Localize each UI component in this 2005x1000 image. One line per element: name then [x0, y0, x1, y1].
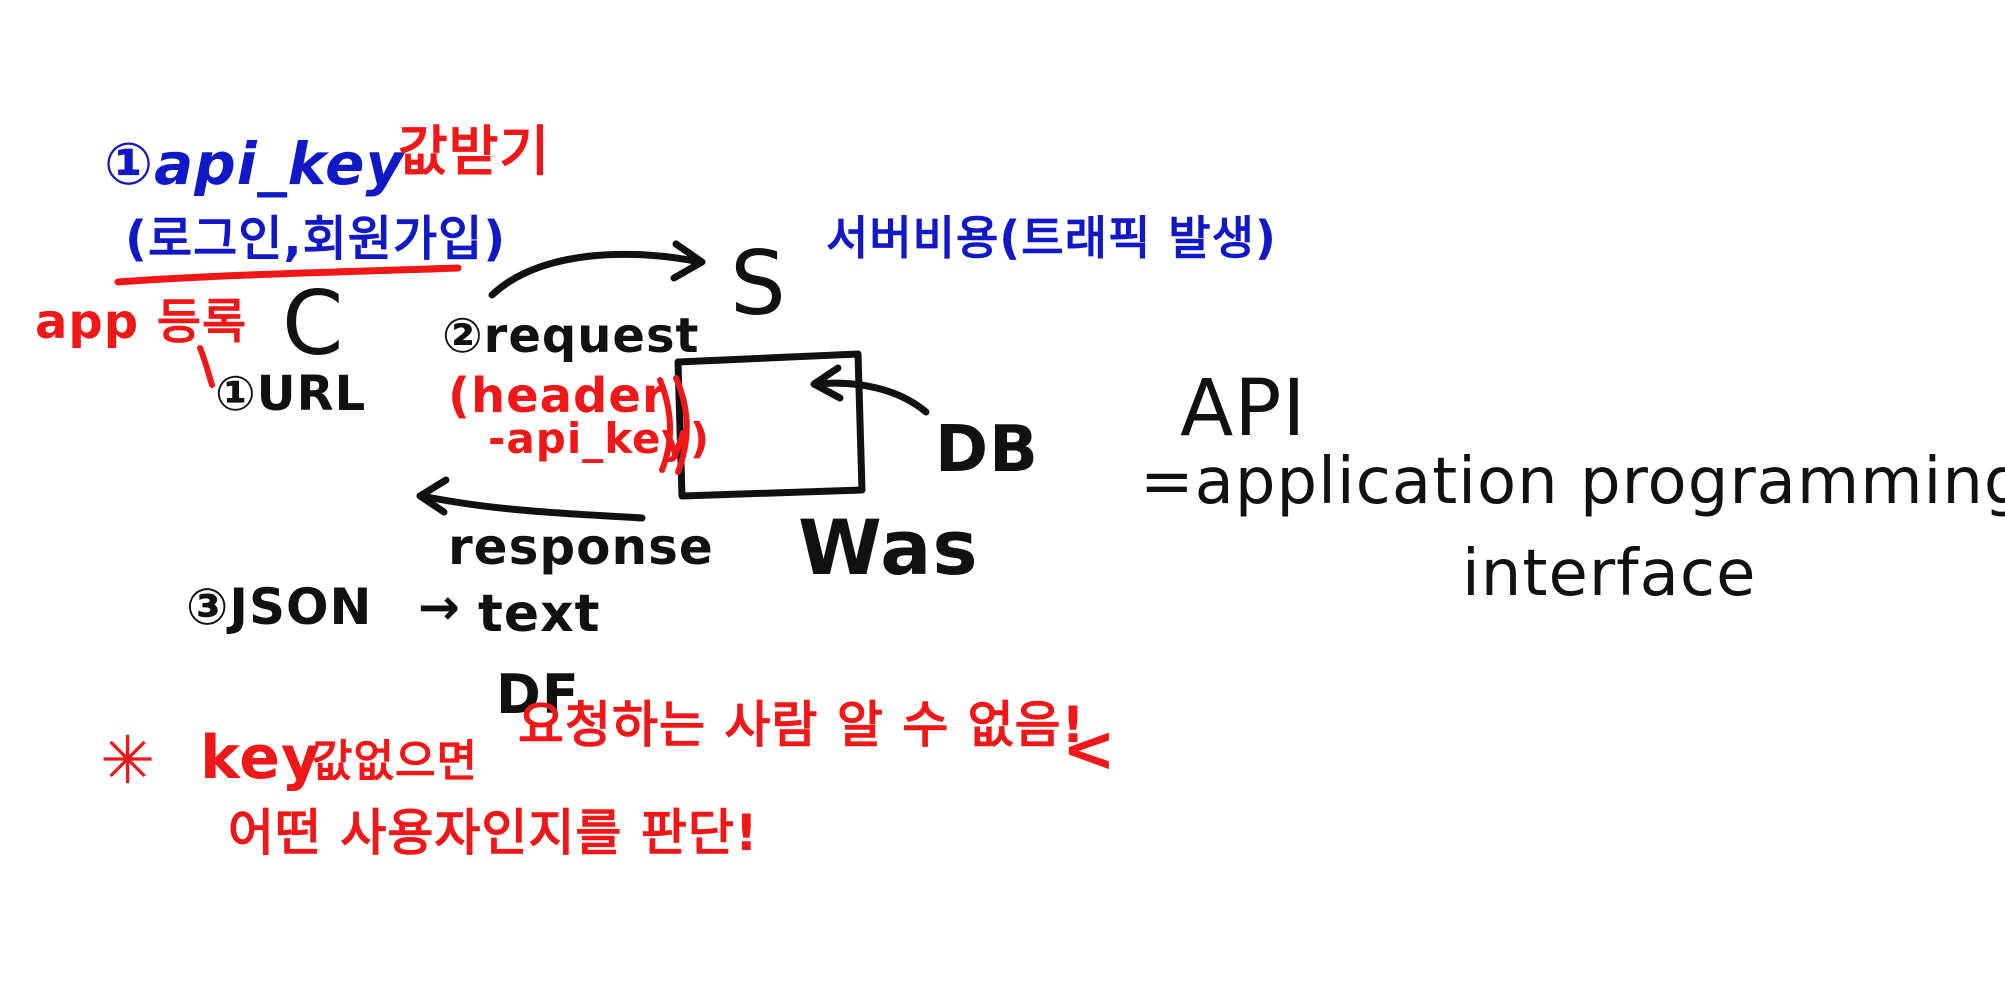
header-bracket	[657, 375, 690, 475]
client-label: C	[282, 272, 345, 375]
client-url-label: ①URL	[215, 366, 367, 422]
note-line1-b: 요청하는 사람 알 수 없음!	[518, 696, 1086, 754]
was-label: Was	[798, 503, 979, 592]
note-star-icon: ✳	[100, 722, 157, 799]
request-header-label: (header	[448, 368, 667, 424]
response-label: response	[448, 518, 714, 576]
db-arrowhead	[810, 364, 844, 402]
request-arrowhead	[670, 240, 706, 282]
app-register-label: app 등록	[35, 294, 248, 350]
request-arrow	[488, 250, 704, 299]
step1-receive-label: 값받기	[398, 120, 551, 183]
request-label: ②request	[442, 308, 700, 364]
response-arrow	[418, 492, 646, 522]
login-underline	[114, 264, 462, 286]
server-label: S	[730, 232, 787, 335]
db-arrow	[812, 379, 930, 416]
api-abbr: API	[1180, 364, 1307, 454]
json-arrow: →	[418, 578, 461, 636]
api-expansion-line2: interface	[1462, 537, 1757, 611]
was-box	[674, 350, 866, 500]
note-line1-a: 값없으면	[312, 736, 478, 787]
login-signup-label: (로그인,회원가입)	[125, 211, 507, 267]
json-label: ③JSON	[186, 578, 373, 636]
step1-api-key-label: ①api_key	[104, 130, 405, 198]
server-cost-note: 서버비용(트래픽 발생)	[826, 211, 1277, 265]
api-expansion-line1: =application programming	[1140, 445, 2005, 519]
request-api-key-label: -api_key)	[488, 414, 711, 463]
note-line2: 어떤 사용자인지를 판단!	[228, 804, 759, 862]
text-label: text	[478, 584, 601, 644]
df-label: DF	[496, 663, 580, 726]
app-register-arrow	[197, 345, 215, 388]
note-bracket: <	[1062, 713, 1117, 787]
db-label: DB	[935, 413, 1039, 487]
response-arrowhead	[416, 476, 450, 516]
note-key-label: key	[200, 723, 322, 793]
